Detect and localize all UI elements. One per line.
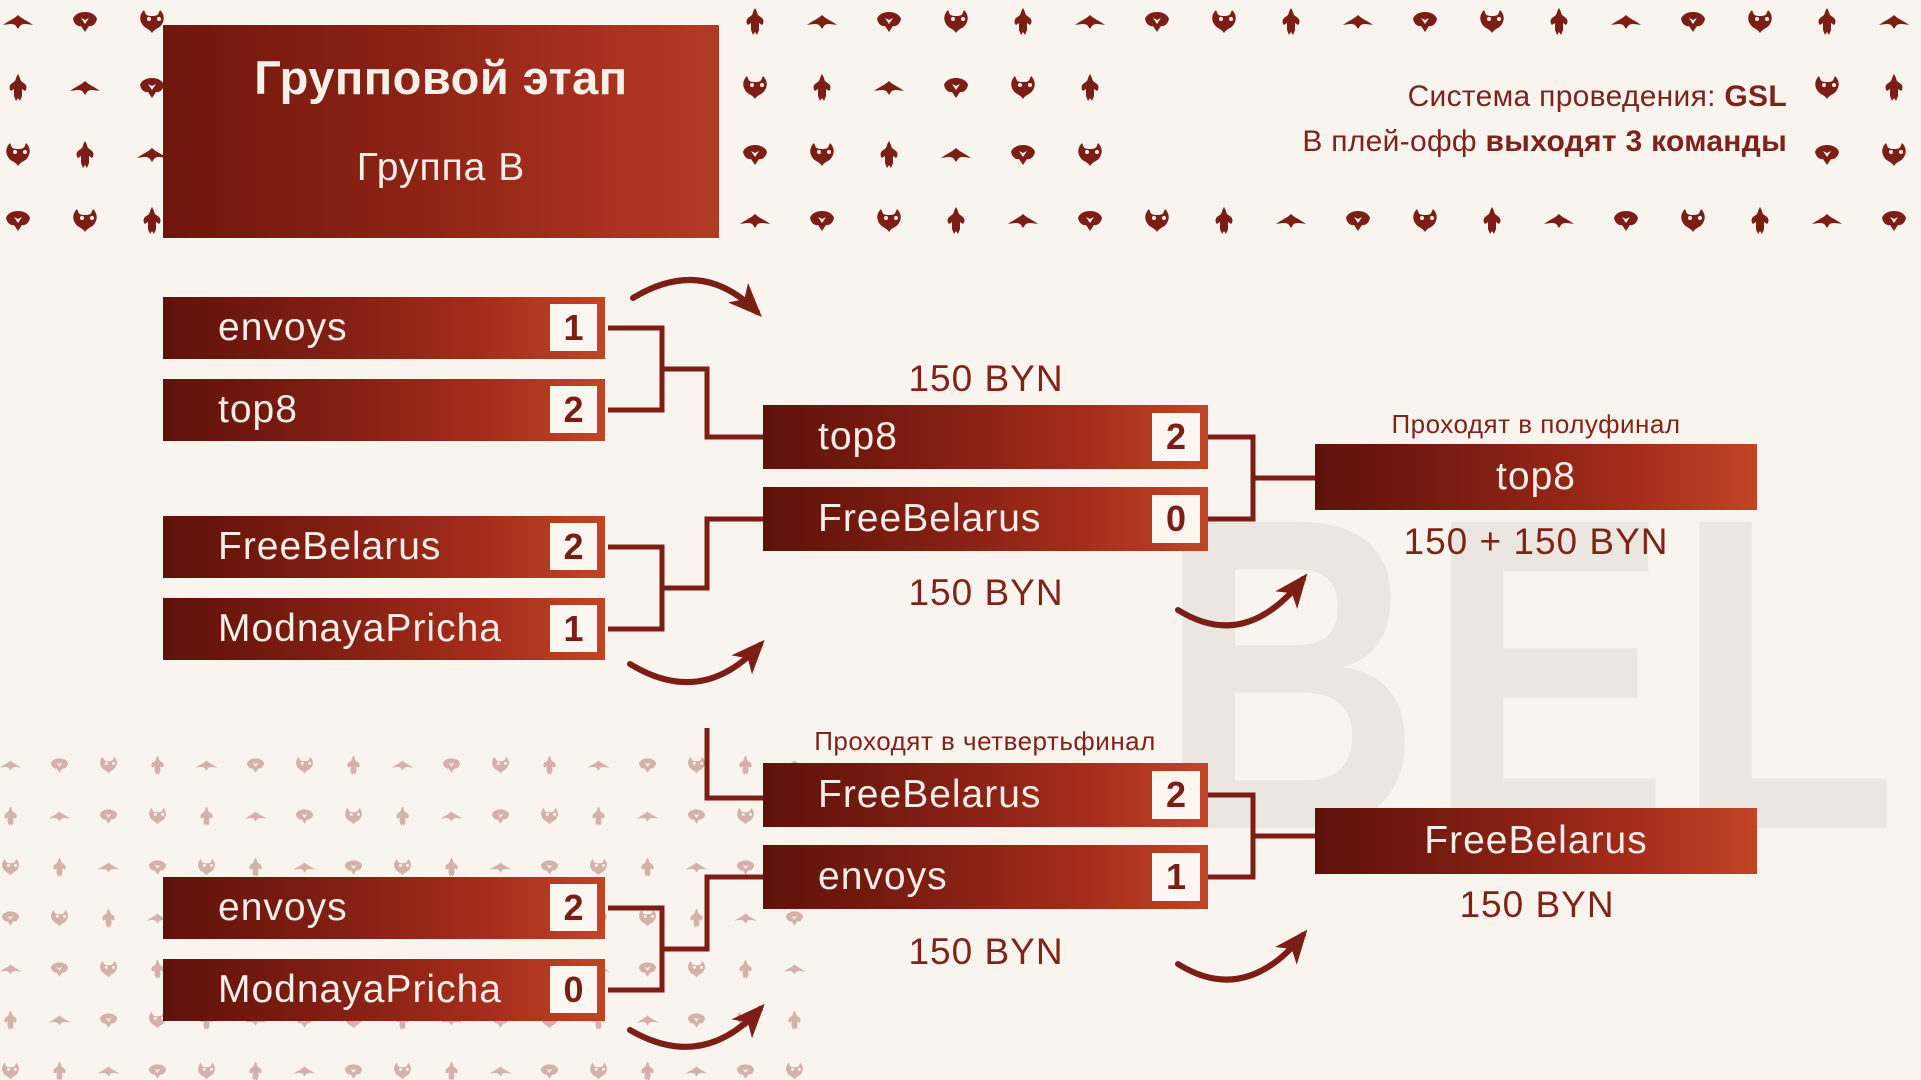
tournament-info: Система проведения: GSL В плей-офф выход…	[1302, 74, 1787, 164]
advance-arrows	[627, 277, 1308, 1050]
team-bar: top8 2	[763, 405, 1208, 469]
team-name: envoys	[218, 886, 348, 929]
arrow-to-final-icon	[1175, 929, 1308, 983]
team-name: envoys	[218, 306, 348, 349]
team-bar: ModnayaPricha 0	[163, 959, 605, 1021]
team-name: top8	[218, 388, 298, 431]
arrow-mid-match-icon	[627, 639, 765, 686]
team-name: FreeBelarus	[818, 773, 1042, 816]
arrow-bottom-match-icon	[627, 1003, 765, 1050]
team-name: FreeBelarus	[218, 525, 442, 568]
arrow-to-semifinal-icon	[1175, 573, 1308, 629]
team-score: 2	[550, 386, 597, 433]
team-bar: envoys 2	[163, 877, 605, 939]
arrow-top-match-icon	[630, 277, 762, 317]
team-bar: ModnayaPricha 1	[163, 598, 605, 660]
team-bar: FreeBelarus 2	[763, 763, 1208, 827]
team-score: 0	[550, 966, 597, 1013]
team-bar: envoys 1	[763, 845, 1208, 909]
team-score: 1	[550, 605, 597, 652]
team-name: top8	[1496, 455, 1576, 498]
system-value: GSL	[1724, 80, 1787, 113]
team-name: FreeBelarus	[818, 497, 1042, 540]
title-box: Групповой этап Группа B	[163, 25, 719, 238]
team-bar: FreeBelarus 0	[763, 487, 1208, 551]
team-bar: envoys 1	[163, 297, 605, 359]
team-name: envoys	[818, 855, 948, 898]
prize-semifinal-winner: 150 + 150 BYN	[1403, 521, 1669, 562]
winner-bar: FreeBelarus	[1315, 808, 1757, 874]
prize-final-winner: 150 BYN	[1459, 884, 1615, 925]
team-bar: top8 2	[163, 379, 605, 441]
prize-upper-match-lower: 150 BYN	[908, 572, 1064, 613]
prize-quarterfinal-match: 150 BYN	[908, 931, 1064, 972]
team-score: 1	[1152, 853, 1200, 901]
team-score: 1	[550, 304, 597, 351]
playoff-line: В плей-офф выходят 3 команды	[1302, 119, 1787, 164]
team-bar: FreeBelarus 2	[163, 516, 605, 578]
connector-lines	[608, 325, 1315, 993]
team-name: ModnayaPricha	[218, 607, 502, 650]
playoff-value: выходят 3 команды	[1485, 125, 1787, 158]
team-score: 2	[1152, 771, 1200, 819]
label-to-quarterfinal: Проходят в четвертьфинал	[814, 726, 1156, 756]
label-to-semifinal: Проходят в полуфинал	[1391, 409, 1681, 439]
team-name: top8	[818, 415, 898, 458]
group-name: Группа B	[356, 146, 526, 189]
system-line: Система проведения: GSL	[1302, 74, 1787, 119]
winner-bar: top8	[1315, 444, 1757, 510]
team-score: 0	[1152, 495, 1200, 543]
playoff-label: В плей-офф	[1302, 125, 1486, 158]
team-name: ModnayaPricha	[218, 968, 502, 1011]
team-score: 2	[1152, 413, 1200, 461]
team-name: FreeBelarus	[1424, 819, 1648, 862]
team-score: 2	[550, 523, 597, 570]
prize-upper-match: 150 BYN	[908, 358, 1064, 399]
page-title: Групповой этап	[254, 51, 628, 104]
system-label: Система проведения:	[1407, 80, 1725, 113]
team-score: 2	[550, 884, 597, 931]
